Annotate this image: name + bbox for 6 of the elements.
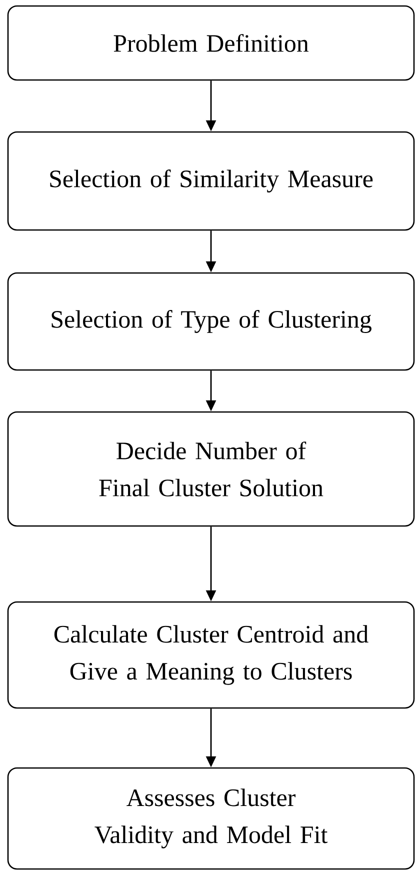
process-box: Selection of Type of Clustering xyxy=(7,272,415,371)
process-box: Decide Number of Final Cluster Solution xyxy=(7,411,415,527)
process-box: Assesses Cluster Validity and Model Fit xyxy=(7,767,415,870)
process-box: Problem Definition xyxy=(7,5,415,81)
process-box: Calculate Cluster Centroid and Give a Meaning to Clusters xyxy=(7,601,415,709)
process-box: Selection of Similarity Measure xyxy=(7,131,415,231)
